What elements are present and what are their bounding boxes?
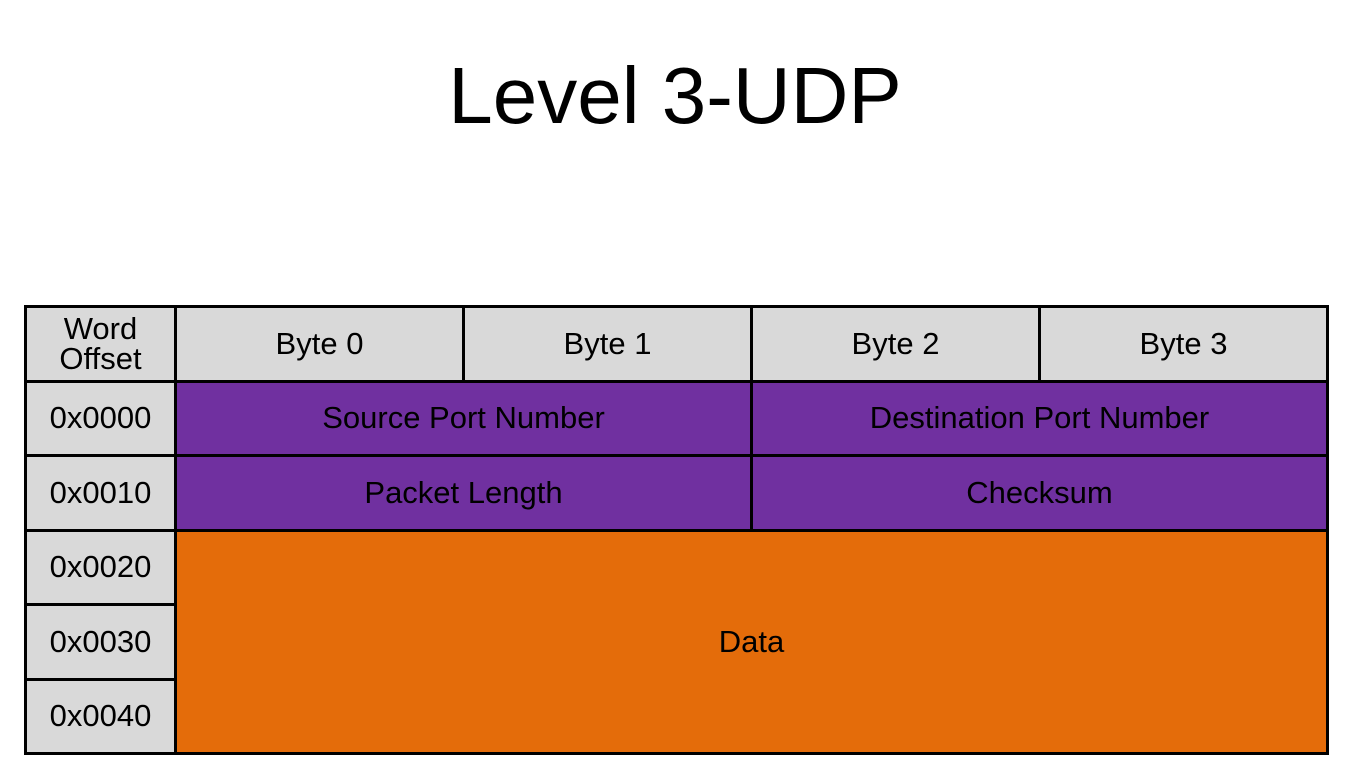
table-row: 0x0020 Data: [24, 528, 1329, 755]
header-row: Word Offset Byte 0 Byte 1 Byte 2 Byte 3: [24, 305, 1329, 383]
offset-cell: 0x0010: [24, 454, 177, 532]
slide-title: Level 3-UDP: [448, 51, 902, 140]
destination-port-field: Destination Port Number: [750, 379, 1329, 457]
source-port-field: Source Port Number: [174, 379, 753, 457]
data-field: Data: [174, 528, 1329, 755]
offset-cell: 0x0000: [24, 379, 177, 457]
offset-cell: 0x0030: [24, 603, 177, 681]
packet-length-field: Packet Length: [174, 454, 753, 532]
table-row: 0x0040: [24, 677, 1328, 755]
word-offset-label-line2: Offset: [59, 340, 142, 376]
checksum-field: Checksum: [750, 454, 1329, 532]
byte-1-header: Byte 1: [462, 305, 753, 383]
offset-cell: 0x0020: [24, 528, 177, 606]
table-row: 0x0000 Source Port Number Destination Po…: [24, 379, 1329, 457]
udp-packet-table: Word Offset Byte 0 Byte 1 Byte 2 Byte 3 …: [24, 305, 1329, 755]
word-offset-header: Word Offset: [24, 305, 177, 383]
word-offset-label-line1: Word: [63, 310, 138, 346]
byte-0-header: Byte 0: [174, 305, 465, 383]
byte-2-header: Byte 2: [750, 305, 1041, 383]
offset-cell: 0x0040: [24, 677, 177, 755]
table-row: 0x0030: [24, 603, 1328, 681]
table-row: 0x0010 Packet Length Checksum: [24, 454, 1329, 532]
byte-3-header: Byte 3: [1038, 305, 1329, 383]
